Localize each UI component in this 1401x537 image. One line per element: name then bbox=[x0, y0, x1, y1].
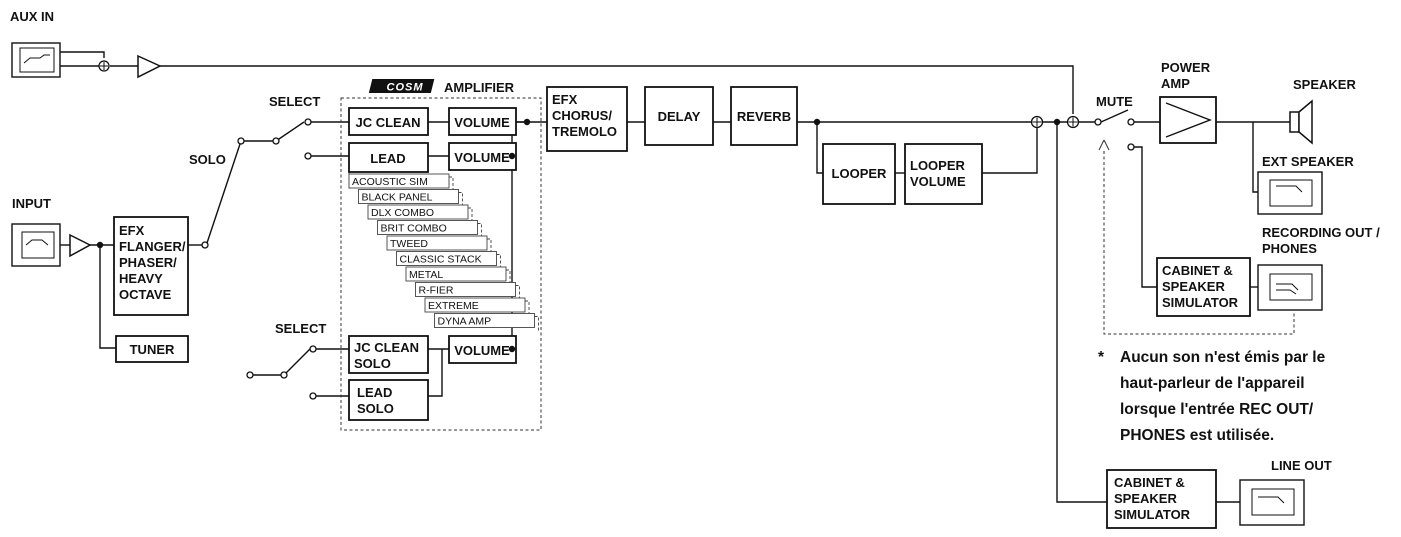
lead-solo-box bbox=[348, 379, 429, 421]
reverb-box bbox=[730, 86, 798, 146]
amp-model-box bbox=[367, 204, 469, 220]
aux-in-label: AUX IN bbox=[10, 9, 54, 24]
dashed-arrow-icon bbox=[1098, 139, 1110, 151]
jc-clean-box bbox=[348, 107, 429, 136]
volume-box-3 bbox=[448, 335, 517, 364]
rec-out-mute-link bbox=[1103, 151, 1295, 335]
cab-sim-rec-label: CABINET & SPEAKER SIMULATOR bbox=[1162, 263, 1239, 310]
cab-sim-line-box bbox=[1106, 469, 1217, 529]
efx-chorus-label: EFX CHORUS/ TREMOLO bbox=[552, 92, 617, 139]
line-out-jack-icon bbox=[1239, 479, 1305, 526]
amp-model-label: EXTREME bbox=[428, 300, 479, 312]
reverb-label: REVERB bbox=[737, 109, 791, 124]
amp-model-list: ACOUSTIC SIM BLACK PANEL DLX COMBO BRIT COM… bbox=[348, 172, 539, 333]
amp-model-label: TWEED bbox=[390, 238, 428, 250]
amp-model-label: R-FIER bbox=[419, 285, 454, 297]
aux-in-jack-icon bbox=[11, 42, 61, 78]
efx-flanger-box bbox=[113, 216, 189, 316]
rec-out-label: RECORDING OUT / PHONES bbox=[1262, 225, 1383, 256]
efx-flanger-label: EFX FLANGER/ PHASER/ HEAVY OCTAVE bbox=[119, 223, 189, 302]
lead-label: LEAD bbox=[370, 151, 405, 166]
power-amp-label: POWER AMP bbox=[1161, 60, 1214, 91]
ext-speaker-jack-icon bbox=[1257, 171, 1323, 215]
amp-model-box bbox=[348, 173, 450, 189]
input-label: INPUT bbox=[12, 196, 51, 211]
amp-model-label: METAL bbox=[409, 269, 443, 281]
lead-solo-label: LEAD SOLO bbox=[357, 385, 396, 416]
delay-label: DELAY bbox=[658, 109, 701, 124]
ext-speaker-label: EXT SPEAKER bbox=[1262, 154, 1354, 169]
volume-box-1 bbox=[448, 107, 517, 136]
speaker-label: SPEAKER bbox=[1293, 77, 1356, 92]
note-text: Aucun son n'est émis par le haut-parleur… bbox=[1120, 349, 1330, 444]
tuner-label: TUNER bbox=[130, 342, 175, 357]
looper-label: LOOPER bbox=[832, 166, 888, 181]
amp-model-label: BRIT COMBO bbox=[381, 223, 447, 235]
jc-clean-label: JC CLEAN bbox=[355, 115, 420, 130]
amplifier-boundary bbox=[340, 97, 542, 431]
amp-model-box bbox=[396, 251, 497, 266]
delay-box bbox=[644, 86, 714, 146]
amp-model-label: ACOUSTIC SIM bbox=[352, 176, 428, 188]
svg-text:COSM: COSM bbox=[387, 82, 424, 94]
select-top-label: SELECT bbox=[269, 94, 320, 109]
solo-label: SOLO bbox=[189, 152, 226, 167]
volume-box-2 bbox=[448, 142, 517, 171]
cab-sim-line-label: CABINET & SPEAKER SIMULATOR bbox=[1114, 475, 1191, 522]
amp-model-label: DYNA AMP bbox=[438, 316, 492, 328]
volume-label-2: VOLUME bbox=[454, 150, 510, 165]
jc-clean-solo-box bbox=[348, 335, 429, 374]
switch-contacts bbox=[201, 118, 1135, 400]
power-amp-block bbox=[1159, 96, 1217, 144]
amp-model-box bbox=[405, 266, 507, 282]
line-out-label: LINE OUT bbox=[1271, 458, 1332, 473]
aux-preamp-icon bbox=[137, 54, 162, 79]
volume-label-3: VOLUME bbox=[454, 343, 510, 358]
amp-model-box bbox=[386, 235, 488, 251]
input-jack-icon bbox=[11, 223, 61, 267]
amp-model-box bbox=[358, 189, 459, 204]
amp-model-box bbox=[434, 313, 535, 328]
amp-model-box bbox=[377, 220, 478, 235]
looper-box bbox=[822, 143, 896, 205]
input-preamp-icon bbox=[69, 233, 92, 258]
select-bottom-label: SELECT bbox=[275, 321, 326, 336]
amp-model-box bbox=[424, 297, 526, 313]
efx-chorus-box bbox=[546, 86, 628, 152]
summing-nodes bbox=[98, 60, 1080, 129]
mute-label: MUTE bbox=[1096, 94, 1133, 109]
looper-volume-label: LOOPER VOLUME bbox=[910, 158, 969, 189]
amp-model-label: BLACK PANEL bbox=[362, 192, 433, 204]
speaker-icon bbox=[1289, 99, 1313, 145]
jc-clean-solo-label: JC CLEAN SOLO bbox=[354, 340, 423, 371]
lead-box bbox=[348, 142, 429, 173]
amplifier-label: AMPLIFIER bbox=[444, 80, 515, 95]
cab-sim-rec-box bbox=[1156, 257, 1251, 317]
looper-volume-box bbox=[904, 143, 983, 205]
note-star: * bbox=[1098, 349, 1105, 366]
rec-out-phones-jack-icon bbox=[1257, 264, 1323, 311]
amp-model-label: DLX COMBO bbox=[371, 207, 434, 219]
amp-model-box bbox=[415, 282, 516, 297]
junction-dots bbox=[96, 118, 1061, 353]
cosm-logo: COSM bbox=[368, 79, 435, 94]
tuner-box bbox=[115, 335, 189, 363]
volume-label-1: VOLUME bbox=[454, 115, 510, 130]
amp-model-label: CLASSIC STACK bbox=[400, 254, 482, 266]
